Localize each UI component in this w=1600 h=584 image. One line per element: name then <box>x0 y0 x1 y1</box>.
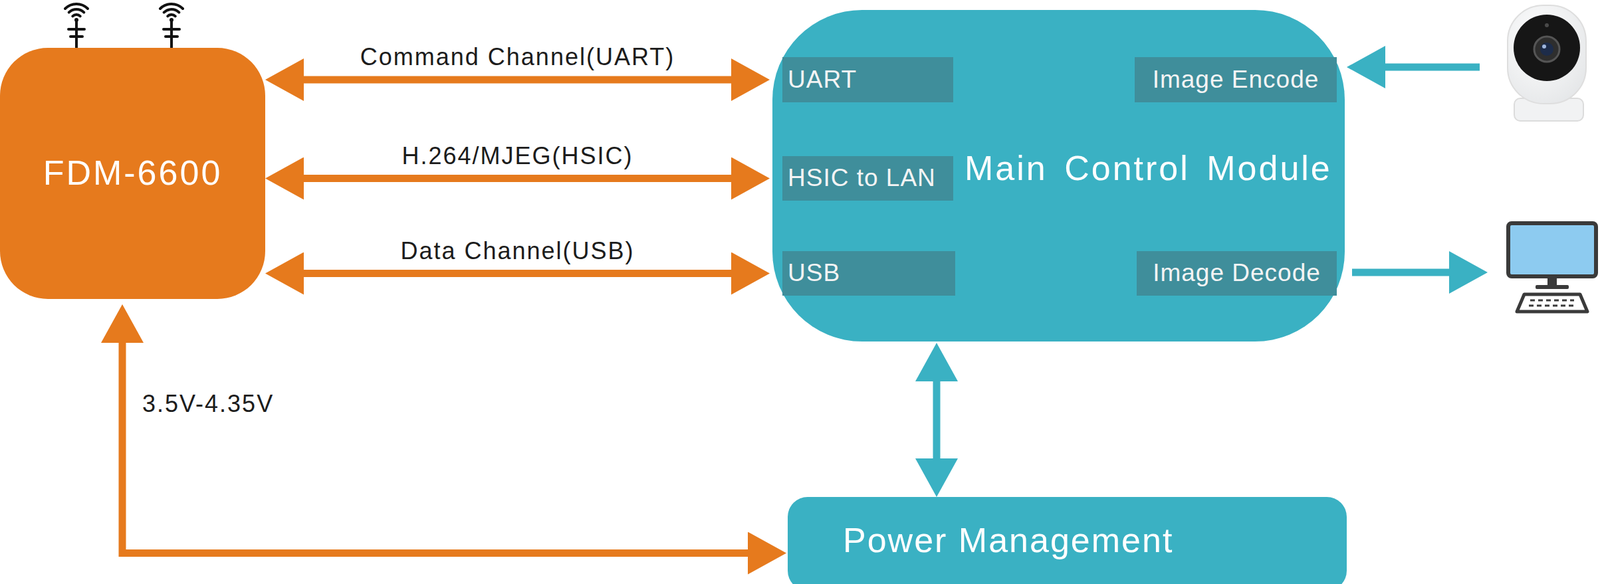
edge-label: H.264/MJEG(HSIC) <box>397 142 637 170</box>
wifi-arc <box>164 9 180 13</box>
connector-arrow <box>298 269 737 278</box>
antenna-icon <box>65 3 88 48</box>
interface-box: UART <box>782 57 954 103</box>
video-out-arrow <box>1352 269 1455 277</box>
connector-arrow <box>122 337 754 554</box>
camera-lens <box>1540 42 1554 56</box>
wifi-arc <box>69 9 85 13</box>
camera-sensor <box>1544 23 1549 28</box>
camera-illustration <box>1507 5 1587 121</box>
codec-box: Image Decode <box>1136 251 1337 296</box>
edge-label: Command Channel(UART) <box>356 43 680 71</box>
edge-label: 3.5V-4.35V <box>138 390 278 418</box>
wifi-arc <box>167 14 175 16</box>
wifi-arc <box>72 14 80 16</box>
monitor-foot <box>1535 285 1569 290</box>
keyboard <box>1516 294 1588 312</box>
computer-illustration <box>1508 223 1597 312</box>
camera-head <box>1507 5 1587 104</box>
keyboard-keys <box>1528 300 1576 306</box>
node-label: Image Decode <box>1152 259 1321 288</box>
node-label: UART <box>787 66 857 94</box>
node-label: USB <box>787 259 841 288</box>
antenna-mast <box>68 20 85 48</box>
interface-box: HSIC to LAN <box>782 156 954 201</box>
node-label: HSIC to LAN <box>787 164 936 193</box>
wifi-arc <box>65 3 88 9</box>
connector-arrow <box>298 174 737 183</box>
camera-face <box>1513 14 1581 82</box>
monitor-screen <box>1508 223 1597 277</box>
edge-label: Data Channel(USB) <box>396 237 639 265</box>
power-box: Power Management <box>787 497 1347 584</box>
node-label: Image Encode <box>1152 66 1320 94</box>
module-box: FDM-6600 <box>0 47 266 300</box>
node-label: Main Control Module <box>964 149 1333 188</box>
antenna-icon <box>160 3 183 48</box>
interface-box: USB <box>782 251 956 296</box>
wifi-dot <box>169 17 174 22</box>
wifi-dot <box>74 17 79 22</box>
wifi-arc <box>160 3 183 9</box>
codec-box: Image Encode <box>1134 57 1337 103</box>
control-module: Main Control Module UART HSIC to LAN USB Ima… <box>772 9 1345 342</box>
connector-arrow <box>933 376 941 464</box>
node-label: Power Management <box>842 521 1174 560</box>
video-in-arrow <box>1379 63 1480 72</box>
lens-glint <box>1542 44 1547 49</box>
connector-arrow <box>298 76 737 84</box>
node-label: FDM-6600 <box>43 154 223 193</box>
camera-lens-ring <box>1534 36 1560 62</box>
antenna-mast <box>163 20 180 48</box>
